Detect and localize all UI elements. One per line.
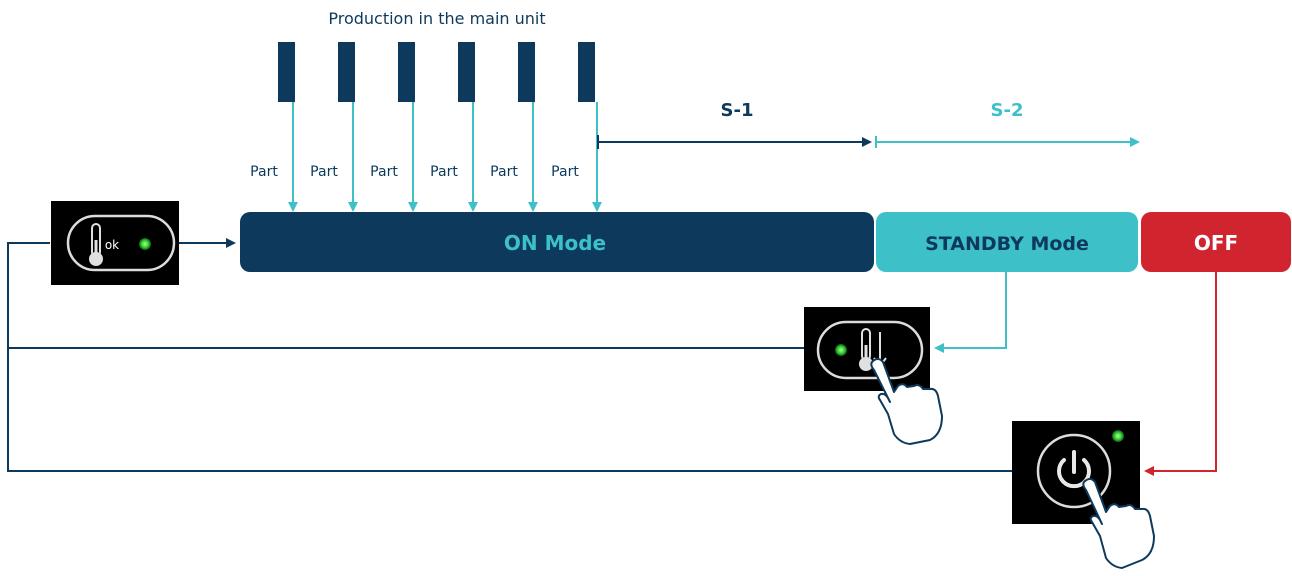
- thermometer-ok-icon: [89, 223, 103, 266]
- standby-to-button-arrow: [934, 272, 1007, 353]
- green-led-icon: [835, 344, 847, 356]
- standby-button-panel: [804, 307, 930, 391]
- part-label-4: Part: [430, 164, 458, 180]
- off-mode-box: [1141, 212, 1291, 272]
- on-mode-label: ON Mode: [504, 231, 606, 255]
- return-lines: [7, 238, 1012, 472]
- phase-timeline: S-1 S-2: [597, 100, 1140, 149]
- part-block-1: [278, 42, 295, 102]
- pointing-hand-icon: [1082, 478, 1155, 569]
- standby-temperature-button-outline[interactable]: [816, 320, 924, 380]
- production-title: Production in the main unit: [328, 9, 545, 28]
- temperature-ok-button-outline[interactable]: [66, 214, 176, 272]
- part-block-6: [578, 42, 595, 102]
- green-led-icon: [1112, 430, 1124, 442]
- temperature-ok-panel: ok: [51, 201, 179, 285]
- off-mode-label: OFF: [1194, 231, 1238, 255]
- standby-mode-box: [876, 212, 1138, 272]
- part-label-1: Part: [250, 164, 278, 180]
- part-label-6: Part: [551, 164, 579, 180]
- green-led-icon: [139, 238, 151, 250]
- power-icon: [1057, 450, 1091, 489]
- s1-label: S-1: [721, 100, 754, 121]
- part-block-5: [518, 42, 535, 102]
- pointing-hand-icon: [870, 358, 943, 445]
- part-label-5: Part: [490, 164, 518, 180]
- part-block-3: [398, 42, 415, 102]
- temperature-ok-text: ok: [105, 238, 119, 252]
- off-to-power-arrow: [1144, 272, 1217, 476]
- part-block-4: [458, 42, 475, 102]
- standby-mode-label: STANDBY Mode: [925, 233, 1089, 255]
- production-parts: Part Part Part Part Part Part: [250, 42, 602, 212]
- power-button-outline[interactable]: [1036, 433, 1112, 509]
- s2-label: S-2: [991, 100, 1024, 121]
- part-label-2: Part: [310, 164, 338, 180]
- mode-bar: ON Mode STANDBY Mode OFF: [240, 212, 1291, 272]
- part-label-3: Part: [370, 164, 398, 180]
- on-mode-box: [240, 212, 874, 272]
- part-block-2: [338, 42, 355, 102]
- loop-line-outer: [7, 242, 1012, 472]
